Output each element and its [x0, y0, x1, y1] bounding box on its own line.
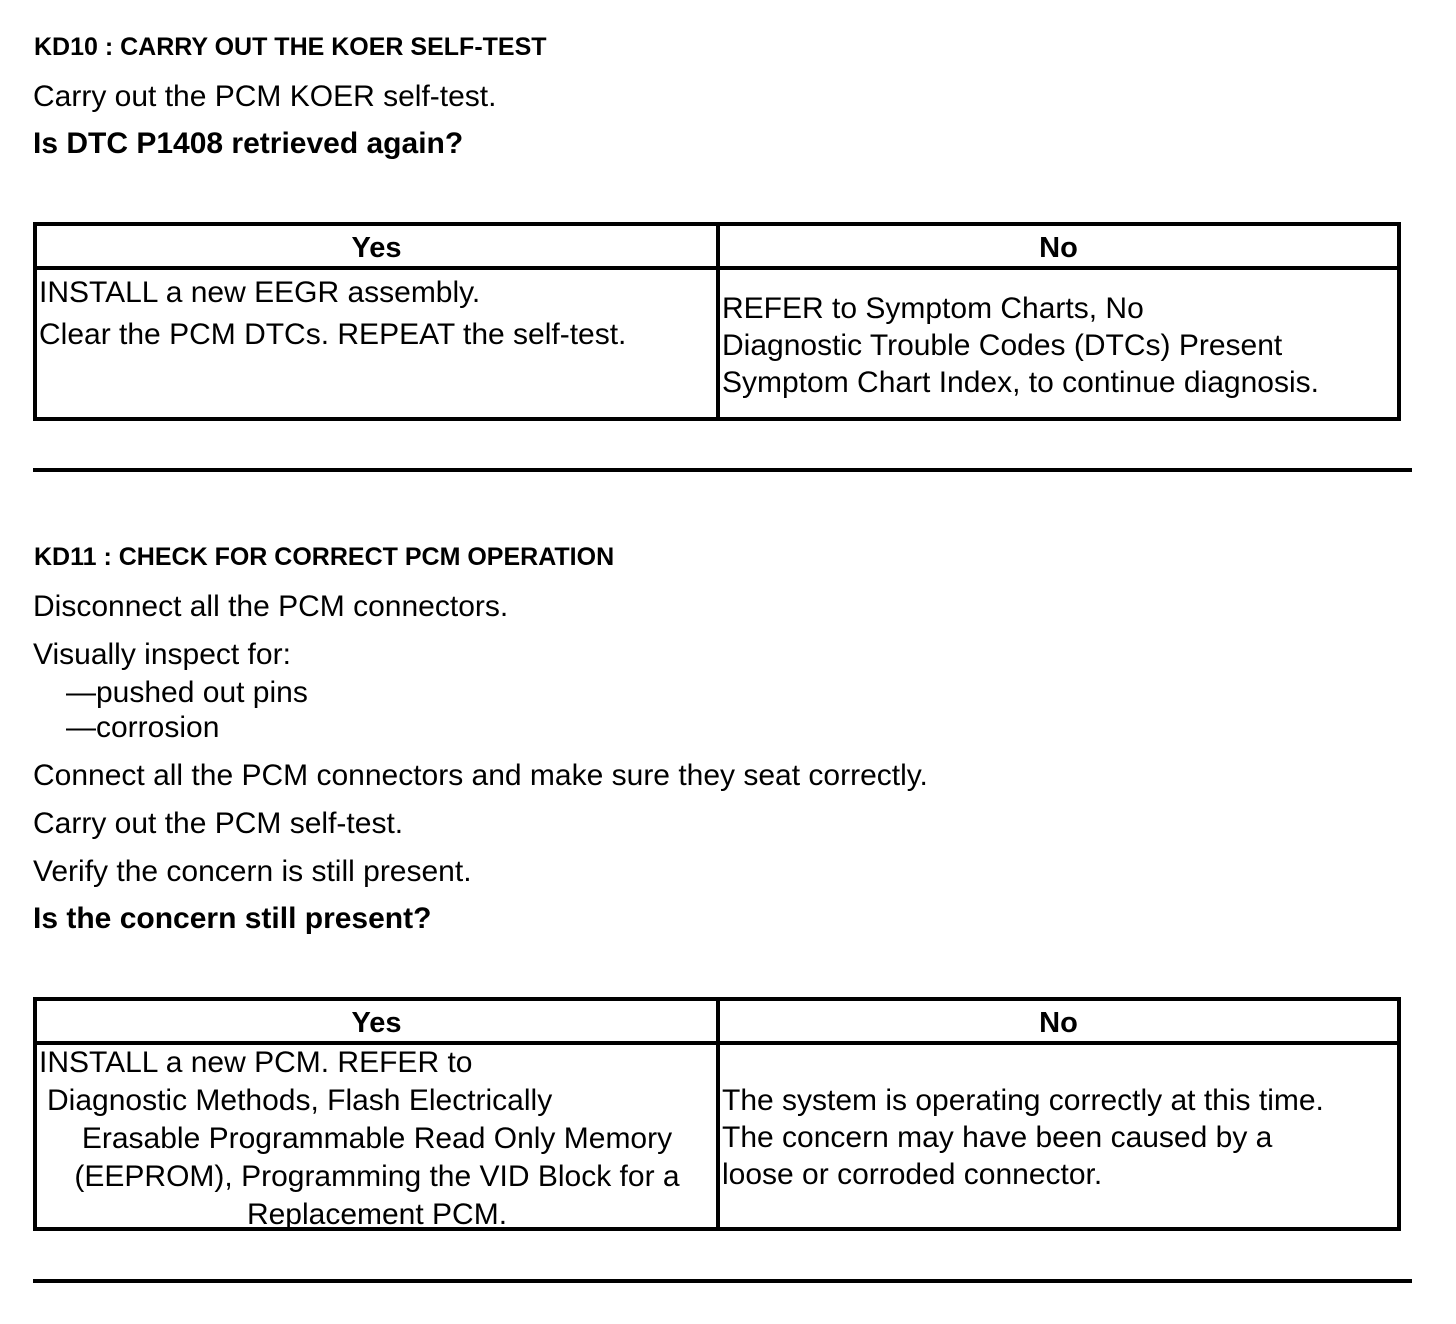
kd11-yes-line: Diagnostic Methods, Flash Electrically	[47, 1084, 553, 1117]
kd11-yes-line: INSTALL a new PCM. REFER to	[39, 1046, 473, 1079]
kd11-column-divider	[716, 1001, 720, 1227]
kd11-no-cell: The system is operating correctly at thi…	[722, 1082, 1398, 1193]
kd11-yes-line: Erasable Programmable Read Only Memory	[81, 1122, 673, 1155]
kd10-no-cell: REFER to Symptom Charts, No Diagnostic T…	[722, 290, 1398, 401]
kd11-heading: KD11 : CHECK FOR CORRECT PCM OPERATION	[34, 543, 615, 571]
kd11-step-1: Disconnect all the PCM connectors.	[33, 590, 509, 623]
kd11-no-header: No	[1039, 1007, 1078, 1039]
section-divider	[33, 1279, 1412, 1283]
kd11-question: Is the concern still present?	[33, 902, 432, 935]
kd11-decision-table: Yes No INSTALL a new PCM. REFER to Diagn…	[33, 997, 1401, 1231]
section-divider	[33, 468, 1412, 472]
kd10-no-header: No	[1039, 232, 1078, 264]
kd11-inspect-item: —corrosion	[66, 711, 220, 744]
kd10-step-1: Carry out the PCM KOER self-test.	[33, 80, 497, 113]
kd10-yes-header: Yes	[351, 232, 402, 264]
kd10-decision-table: Yes No INSTALL a new EEGR assembly. Clea…	[33, 222, 1401, 421]
kd10-column-divider	[716, 226, 720, 417]
kd10-yes-line: Clear the PCM DTCs. REPEAT the self-test…	[39, 318, 627, 351]
kd11-step-2: Visually inspect for:	[33, 638, 291, 671]
kd10-question: Is DTC P1408 retrieved again?	[33, 127, 464, 160]
kd11-no-line: The system is operating correctly at thi…	[722, 1084, 1324, 1117]
kd11-yes-line: (EEPROM), Programming the VID Block for …	[74, 1160, 680, 1193]
kd11-no-line: loose or corroded connector.	[722, 1158, 1103, 1191]
kd11-step-4: Carry out the PCM self-test.	[33, 807, 404, 840]
kd11-yes-header: Yes	[351, 1007, 402, 1039]
kd11-yes-line: Replacement PCM.	[246, 1198, 508, 1231]
kd10-yes-line: INSTALL a new EEGR assembly.	[39, 276, 481, 309]
kd10-yes-cell: INSTALL a new EEGR assembly. Clear the P…	[39, 272, 715, 356]
kd10-no-line: REFER to Symptom Charts, No	[722, 292, 1144, 325]
kd11-inspect-item: —pushed out pins	[66, 676, 308, 709]
kd11-step-5: Verify the concern is still present.	[33, 855, 472, 888]
kd10-heading: KD10 : CARRY OUT THE KOER SELF-TEST	[34, 33, 547, 61]
kd11-step-3: Connect all the PCM connectors and make …	[33, 759, 928, 792]
kd11-yes-cell: INSTALL a new PCM. REFER to Diagnostic M…	[39, 1044, 715, 1234]
kd11-no-line: The concern may have been caused by a	[722, 1121, 1273, 1154]
kd10-no-line: Symptom Chart Index, to continue diagnos…	[722, 366, 1319, 399]
kd10-no-line: Diagnostic Trouble Codes (DTCs) Present	[722, 329, 1283, 362]
